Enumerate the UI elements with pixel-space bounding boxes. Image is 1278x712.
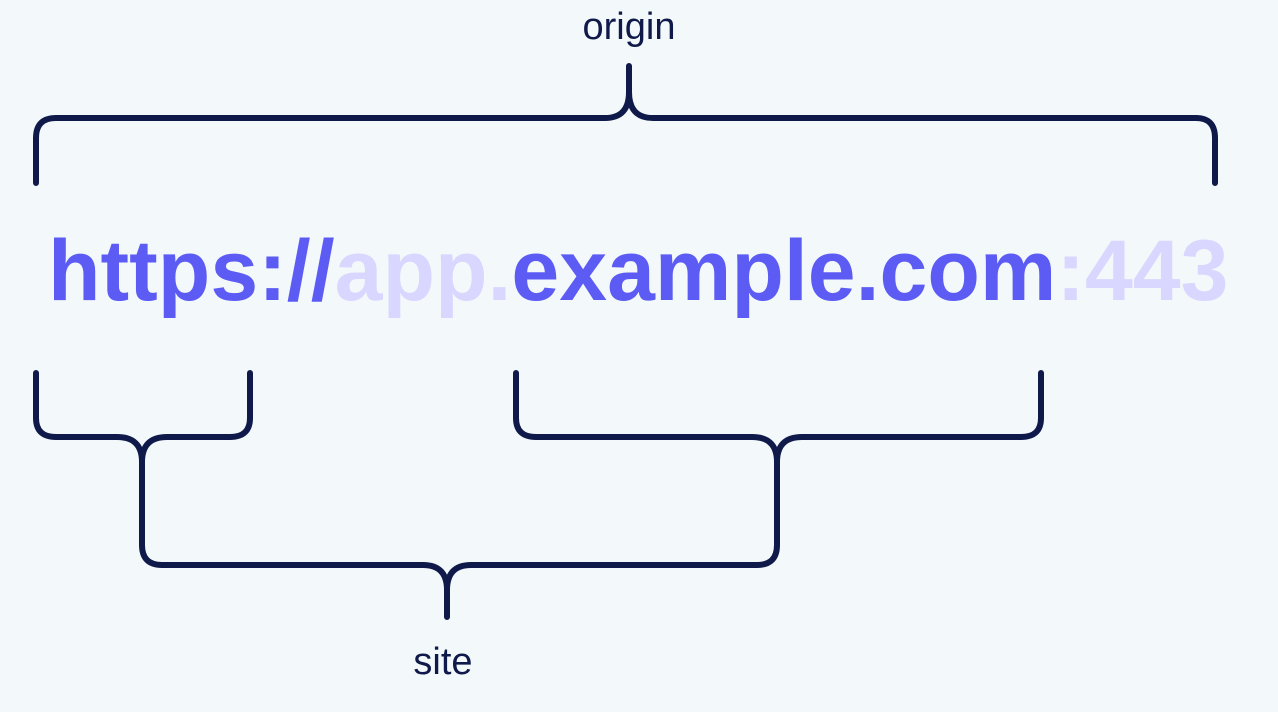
scheme-brace xyxy=(33,370,253,493)
url-domain: example.com xyxy=(511,223,1056,319)
registrable-domain-brace xyxy=(513,370,1044,493)
site-label: site xyxy=(413,641,472,683)
site-brace xyxy=(139,487,780,620)
url-scheme: https:// xyxy=(48,223,335,319)
url-text: https://app.example.com:443 xyxy=(48,223,1228,319)
origin-brace xyxy=(33,63,1218,186)
url-port: :443 xyxy=(1056,223,1228,319)
origin-label: origin xyxy=(583,6,676,48)
url-subdomain: app. xyxy=(335,223,512,319)
